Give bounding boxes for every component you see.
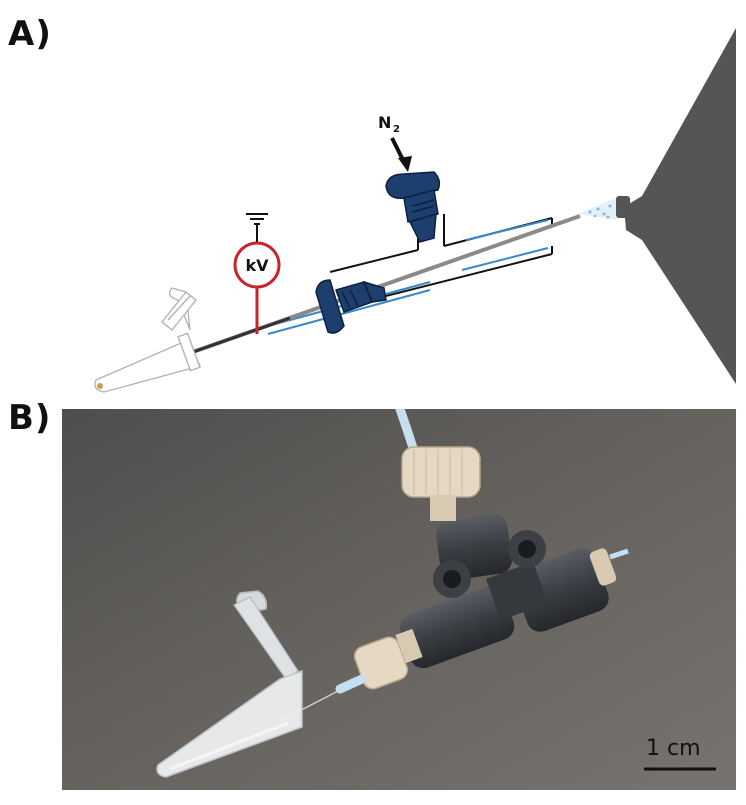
- gas-flow-arrowhead: [398, 156, 412, 172]
- top-nut: [401, 446, 481, 521]
- left-nut: [335, 628, 423, 694]
- ground-symbol: [246, 213, 268, 244]
- panel-a-label: A): [8, 14, 52, 54]
- voltage-label: kV: [245, 256, 269, 275]
- photo-background: [62, 409, 736, 790]
- ms-inlet-orifice: [616, 196, 630, 218]
- scale-bar-label: 1 cm: [646, 736, 701, 761]
- device-photo: [62, 409, 736, 790]
- gas-label: N: [378, 113, 391, 132]
- sample-tube-photo: [156, 590, 303, 778]
- front-fitting: [315, 279, 387, 334]
- ms-inlet-cone: [624, 28, 736, 384]
- right-nut: [589, 548, 629, 586]
- gas-inlet-fitting: [385, 171, 441, 243]
- spray-plume: [578, 198, 616, 220]
- panel-b-label: B): [8, 398, 52, 438]
- gas-subscript: 2: [393, 124, 400, 135]
- schematic-diagram: N 2 kV: [94, 28, 736, 393]
- sample-vial: [94, 287, 201, 393]
- tee-union: [399, 514, 609, 669]
